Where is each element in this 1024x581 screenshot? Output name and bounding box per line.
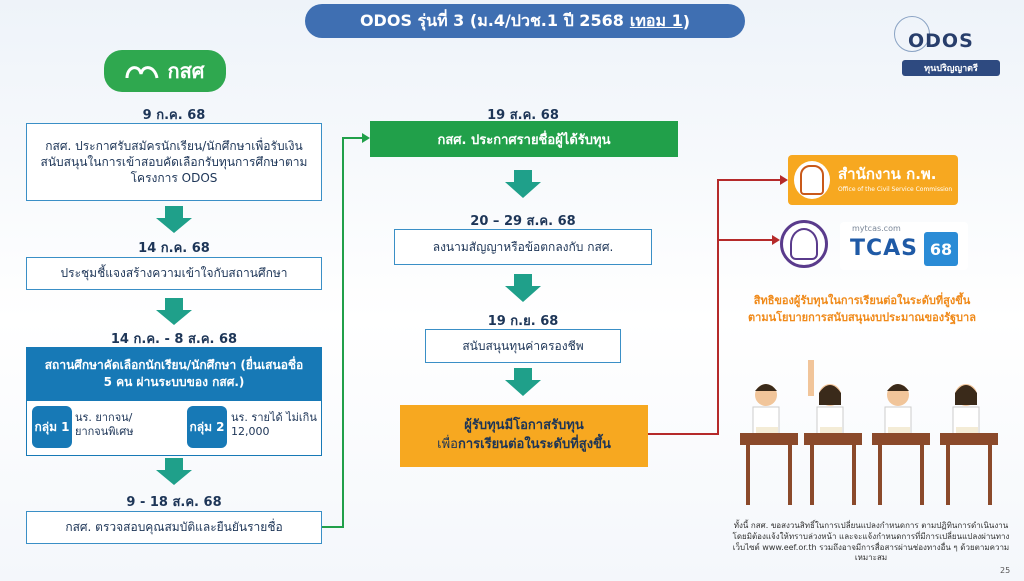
date-label: 9 ก.ค. 68 xyxy=(142,108,206,123)
ocsc-emblem-icon xyxy=(794,161,830,199)
date-label: 20 – 29 ส.ค. 68 xyxy=(470,214,576,229)
step-box: ประชุมชี้แจงสร้างความเข้าใจกับสถานศึกษา xyxy=(26,257,322,290)
title-close: ) xyxy=(682,11,691,31)
arrow-down-icon xyxy=(156,298,192,325)
gsf-logo-label: กสศ xyxy=(167,59,205,83)
ocsc-sub: Office of the Civil Service Commission xyxy=(838,186,953,193)
step-box: กสศ. ตรวจสอบคุณสมบัติและยืนยันรายชื่อ xyxy=(26,511,322,544)
group2-desc: นร. รายได้ ไม่เกิน 12,000 xyxy=(231,411,317,439)
result-box: ผู้รับทุนมีโอกาสรับทุน เพื่อการเรียนต่อใ… xyxy=(400,405,648,467)
group2-badge: กลุ่ม 2 xyxy=(187,406,227,448)
result-line2: เพื่อการเรียนต่อในระดับที่สูงขึ้น xyxy=(437,436,611,455)
ocsc-label: สำนักงาน ก.พ. xyxy=(838,165,937,183)
student-figure xyxy=(752,384,780,436)
group1-desc: นร. ยากจน/ ยากจนพิเศษ xyxy=(75,411,134,439)
date-label: 14 ก.ค. - 8 ส.ค. 68 xyxy=(110,332,238,347)
tcas-logo: mytcas.com TCAS 68 xyxy=(840,222,968,270)
title-text: ODOS รุ่นที่ 3 (ม.4/ปวช.1 ปี 2568 xyxy=(359,10,624,30)
step-box: สนับสนุนทุนค่าครองชีพ xyxy=(425,329,621,363)
page-title: ODOS รุ่นที่ 3 (ม.4/ปวช.1 ปี 2568 เทอม 1… xyxy=(305,4,745,38)
students-illustration xyxy=(740,360,998,505)
date-label: 14 ก.ค. 68 xyxy=(138,241,210,256)
desks xyxy=(740,433,998,505)
rights-line1: สิทธิของผู้รับทุนในการเรียนต่อในระดับที่… xyxy=(753,294,971,307)
tcas-site: mytcas.com xyxy=(852,224,901,233)
title-term: เทอม 1 xyxy=(629,10,683,30)
arrow-down-icon xyxy=(156,206,192,233)
date-label: 9 - 18 ส.ค. 68 xyxy=(126,495,222,510)
disclaimer-note: ทั้งนี้ กสศ. ขอสงวนสิทธิ์ในการเปลี่ยนแปล… xyxy=(732,521,1010,563)
date-label: 19 ส.ค. 68 xyxy=(487,108,559,123)
page-number: 25 xyxy=(1000,566,1011,575)
tcas-label: TCAS xyxy=(850,236,919,261)
date-label: 19 ก.ย. 68 xyxy=(487,314,559,329)
student-figure xyxy=(808,360,844,436)
result-line2-bold: การเรียนต่อในระดับที่สูงขึ้น xyxy=(457,437,611,452)
group1-badge: กลุ่ม 1 xyxy=(32,406,72,448)
ocsc-logo: สำนักงาน ก.พ. Office of the Civil Servic… xyxy=(788,155,958,205)
odos-logo: ODOS ทุนปริญญาตรี xyxy=(888,14,1004,76)
result-line1: ผู้รับทุนมีโอกาสรับทุน xyxy=(464,418,584,434)
arrowhead-icon xyxy=(362,133,370,143)
connector-red-top xyxy=(648,179,782,435)
arrow-down-icon xyxy=(505,274,541,302)
books xyxy=(756,427,978,433)
odos-ring-icon xyxy=(894,16,930,52)
step-header: สถานศึกษาคัดเลือกนักเรียน/นักศึกษา (ยื่น… xyxy=(26,347,322,400)
result-line2-prefix: เพื่อ xyxy=(437,437,458,452)
rights-line2: ตามนโยบายการสนับสนุนงบประมาณของรัฐบาล xyxy=(748,310,976,324)
odos-tagline: ทุนปริญญาตรี xyxy=(902,60,1000,76)
leaf-icon xyxy=(125,66,159,79)
announce-box: กสศ. ประกาศรายชื่อผู้ได้รับทุน xyxy=(370,121,678,157)
left-arrows xyxy=(156,170,541,485)
tcas-year: 68 xyxy=(924,232,958,266)
connector-line xyxy=(322,137,362,528)
odos-logo-text: ODOS xyxy=(908,30,974,52)
university-seal-icon xyxy=(780,220,828,268)
arrow-down-icon xyxy=(156,458,192,485)
arrow-down-icon xyxy=(505,170,541,198)
group-panel: กลุ่ม 1 นร. ยากจน/ ยากจนพิเศษ กลุ่ม 2 นร… xyxy=(26,400,322,456)
step-box: กสศ. ประกาศรับสมัครนักเรียน/นักศึกษาเพื่… xyxy=(26,123,322,201)
rights-text: สิทธิของผู้รับทุนในการเรียนต่อในระดับที่… xyxy=(712,293,1012,326)
step-box: ลงนามสัญญาหรือข้อตกลงกับ กสศ. xyxy=(394,229,652,265)
gsf-logo: กสศ xyxy=(104,50,226,92)
arrow-down-icon xyxy=(505,368,541,396)
